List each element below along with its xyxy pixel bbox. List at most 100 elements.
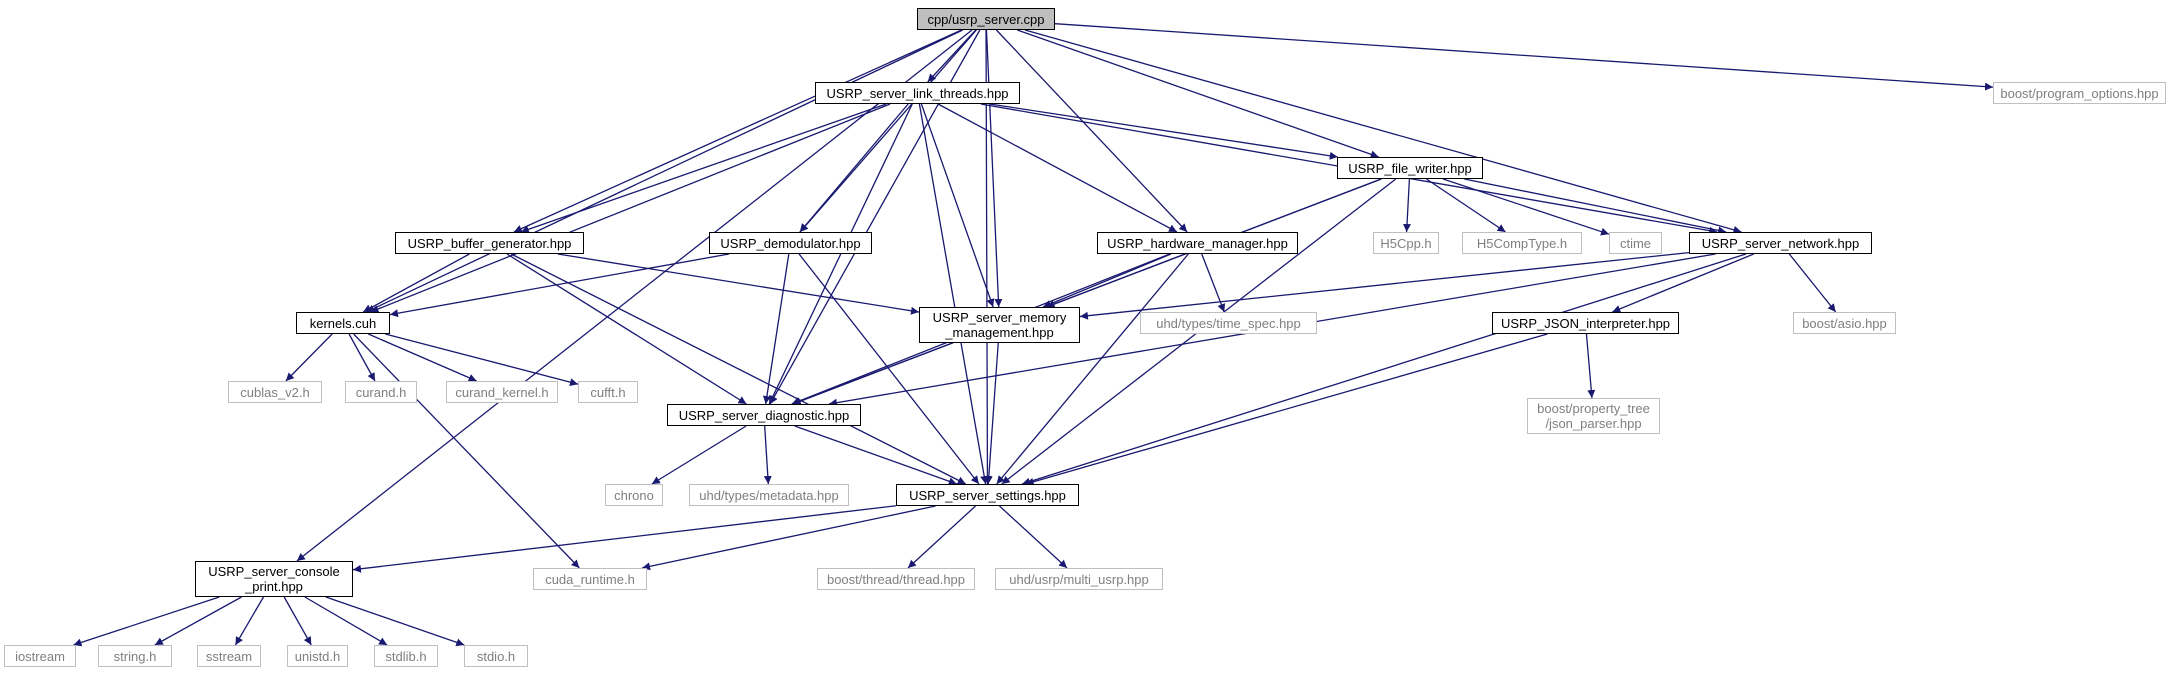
- node-label-line: uhd/usrp/multi_usrp.hpp: [1009, 571, 1149, 587]
- edge-settings-to-thread: [907, 505, 976, 569]
- edge-file-writer-to-ctime: [1442, 178, 1610, 236]
- node-h5cpp: H5Cpp.h: [1373, 232, 1439, 254]
- node-stdlib: stdlib.h: [374, 645, 438, 667]
- edge-diagnostic-to-chrono: [651, 425, 747, 485]
- node-demodulator[interactable]: USRP_demodulator.hpp: [709, 232, 872, 254]
- edge-diagnostic-to-settings: [794, 425, 957, 486]
- node-string: string.h: [98, 645, 172, 667]
- node-diagnostic[interactable]: USRP_server_diagnostic.hpp: [667, 404, 861, 426]
- node-label-line: uhd/types/metadata.hpp: [699, 487, 839, 503]
- edge-hardware-manager-to-settings: [996, 253, 1189, 485]
- edge-link-threads-to-memory: [920, 103, 995, 308]
- edge-buffer-generator-to-diagnostic: [506, 253, 747, 405]
- node-label-line: USRP_server_memory: [932, 310, 1067, 325]
- node-kernels[interactable]: kernels.cuh: [296, 312, 390, 334]
- edge-network-to-settings: [1021, 253, 1747, 486]
- edge-file-writer-to-h5cpp: [1403, 178, 1412, 233]
- node-sstream: sstream: [197, 645, 261, 667]
- node-memory[interactable]: USRP_server_memory_management.hpp: [919, 307, 1080, 343]
- edge-link-threads-to-hardware-manager: [937, 103, 1178, 233]
- edge-console-print-to-stdlib: [304, 596, 388, 646]
- edge-console-print-to-unistd: [283, 596, 312, 646]
- edge-root-to-memory: [985, 29, 1003, 308]
- node-time-spec: uhd/types/time_spec.hpp: [1140, 312, 1317, 334]
- node-iostream: iostream: [4, 645, 76, 667]
- edge-memory-to-diagnostic: [792, 342, 953, 405]
- edge-json-interp-to-property-tree: [1585, 333, 1596, 399]
- node-label-line: _management.hpp: [945, 325, 1054, 340]
- edge-network-to-memory: [1079, 251, 1690, 320]
- node-file-writer[interactable]: USRP_file_writer.hpp: [1337, 157, 1483, 179]
- node-curand: curand.h: [345, 381, 417, 403]
- node-label-line: curand.h: [355, 384, 407, 400]
- node-label-line: cpp/usrp_server.cpp: [927, 11, 1045, 27]
- edge-console-print-to-string: [154, 596, 242, 646]
- edge-buffer-generator-to-kernels: [362, 253, 470, 313]
- edge-root-to-settings: [983, 29, 992, 485]
- edge-file-writer-to-h5comptype: [1426, 178, 1506, 233]
- edge-file-writer-to-network: [1464, 178, 1727, 235]
- node-label-line: boost/program_options.hpp: [2000, 85, 2159, 101]
- node-label-line: boost/property_tree: [1537, 401, 1650, 416]
- edge-kernels-to-cublas: [285, 333, 333, 382]
- edge-link-threads-to-settings: [918, 103, 989, 485]
- edge-buffer-generator-to-memory: [557, 253, 920, 315]
- node-label-line: USRP_server_diagnostic.hpp: [678, 407, 850, 423]
- node-json-interp[interactable]: USRP_JSON_interpreter.hpp: [1492, 312, 1679, 334]
- edge-demodulator-to-kernels: [389, 253, 730, 318]
- node-program-options: boost/program_options.hpp: [1993, 82, 2166, 104]
- node-label-line: stdio.h: [476, 648, 516, 664]
- node-network[interactable]: USRP_server_network.hpp: [1689, 232, 1872, 254]
- edge-root-to-network: [1024, 29, 1742, 234]
- edge-root-to-file-writer: [1017, 29, 1379, 159]
- node-curand-kernel: curand_kernel.h: [446, 381, 558, 403]
- edge-console-print-to-sstream: [234, 596, 265, 646]
- edge-root-to-console-print: [296, 29, 973, 562]
- edge-root-to-kernels: [365, 29, 964, 313]
- node-label-line: string.h: [113, 648, 157, 664]
- node-property-tree: boost/property_tree/json_parser.hpp: [1527, 398, 1660, 434]
- node-label-line: /json_parser.hpp: [1545, 416, 1642, 431]
- node-label-line: USRP_server_settings.hpp: [909, 487, 1066, 503]
- node-label-line: cuda_runtime.h: [545, 571, 635, 587]
- edge-link-threads-to-kernels: [370, 103, 891, 313]
- node-label-line: unistd.h: [294, 648, 341, 664]
- node-hardware-manager[interactable]: USRP_hardware_manager.hpp: [1097, 232, 1298, 254]
- node-console-print[interactable]: USRP_server_console_print.hpp: [195, 561, 353, 597]
- node-settings[interactable]: USRP_server_settings.hpp: [896, 484, 1079, 506]
- node-multi-usrp: uhd/usrp/multi_usrp.hpp: [995, 568, 1163, 590]
- edge-demodulator-to-settings: [798, 253, 980, 485]
- edge-network-to-asio: [1788, 253, 1837, 313]
- node-label-line: boost/asio.hpp: [1802, 315, 1887, 331]
- edge-console-print-to-stdio: [325, 596, 465, 647]
- node-cufft: cufft.h: [578, 381, 638, 403]
- node-ctime: ctime: [1609, 232, 1662, 254]
- node-thread: boost/thread/thread.hpp: [817, 568, 975, 590]
- node-label-line: USRP_hardware_manager.hpp: [1107, 235, 1288, 251]
- edge-network-to-json-interp: [1612, 253, 1754, 313]
- node-h5comptype: H5CompType.h: [1462, 232, 1582, 254]
- node-metadata: uhd/types/metadata.hpp: [689, 484, 849, 506]
- node-label-line: USRP_server_console: [208, 564, 340, 579]
- node-link-threads[interactable]: USRP_server_link_threads.hpp: [815, 82, 1020, 104]
- edge-root-to-link-threads: [927, 29, 977, 83]
- node-cuda-runtime: cuda_runtime.h: [533, 568, 647, 590]
- edge-memory-to-settings: [984, 342, 999, 485]
- edge-link-threads-to-file-writer: [989, 103, 1338, 160]
- node-label-line: H5CompType.h: [1476, 235, 1568, 251]
- node-buffer-generator[interactable]: USRP_buffer_generator.hpp: [395, 232, 584, 254]
- edge-link-threads-to-buffer-generator: [520, 103, 887, 234]
- node-label-line: boost/thread/thread.hpp: [826, 571, 966, 587]
- edge-link-threads-to-demodulator: [799, 103, 909, 233]
- node-root[interactable]: cpp/usrp_server.cpp: [917, 8, 1055, 30]
- edge-diagnostic-to-metadata: [763, 425, 772, 485]
- node-cublas: cublas_v2.h: [228, 381, 322, 403]
- node-label-line: USRP_JSON_interpreter.hpp: [1500, 315, 1671, 331]
- node-label-line: USRP_file_writer.hpp: [1348, 160, 1472, 176]
- node-asio: boost/asio.hpp: [1793, 312, 1896, 334]
- edge-kernels-to-cufft: [385, 333, 579, 387]
- node-label-line: H5Cpp.h: [1380, 235, 1432, 251]
- edge-buffer-generator-to-settings: [510, 253, 967, 485]
- node-label-line: USRP_server_link_threads.hpp: [826, 85, 1009, 101]
- node-label-line: iostream: [15, 648, 65, 664]
